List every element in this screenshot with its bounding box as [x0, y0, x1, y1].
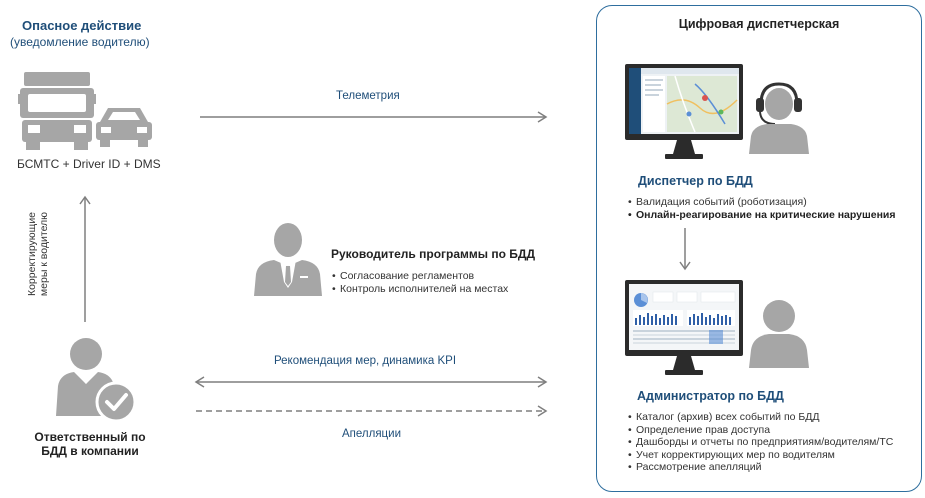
- headset-person-icon: [749, 82, 809, 154]
- admin-bullet: Рассмотрение апелляций: [628, 461, 893, 474]
- admin-bullet: Определение прав доступа: [628, 424, 893, 437]
- corrective-label: Корректирующие меры к водителю: [26, 211, 50, 297]
- admin-bullet: Учет корректирующих мер по водителям: [628, 449, 893, 462]
- dispatcher-bullet: Валидация событий (роботизация): [628, 196, 896, 209]
- kpi-label: Рекомендация мер, динамика KPI: [274, 355, 457, 367]
- person-check-icon: [56, 338, 137, 423]
- down-arrow: [679, 228, 691, 271]
- dispatcher-title: Диспетчер по БДД: [638, 174, 753, 188]
- manager-bullet: Контроль исполнителей на местах: [332, 283, 508, 296]
- telemetry-arrow: [200, 111, 548, 123]
- panel-title: Цифровая диспетчерская: [678, 17, 840, 31]
- kpi-arrow: [194, 376, 548, 388]
- hazard-subtitle: (уведомление водителю): [10, 35, 150, 49]
- admin-person-icon: [749, 300, 809, 368]
- telemetry-label: Телеметрия: [336, 90, 400, 102]
- corrective-arrow: [79, 195, 91, 322]
- manager-bullets: Согласование регламентов Контроль исполн…: [332, 270, 508, 295]
- dispatcher-bullet: Онлайн-реагирование на критические наруш…: [628, 209, 896, 222]
- appeals-label: Апелляции: [342, 428, 401, 440]
- dispatcher-bullets: Валидация событий (роботизация) Онлайн-р…: [628, 196, 896, 221]
- manager-icon: [254, 223, 322, 296]
- manager-bullet: Согласование регламентов: [332, 270, 508, 283]
- truck-car-icon: [18, 72, 152, 150]
- hazard-title: Опасное действие: [22, 18, 142, 33]
- appeals-arrow: [196, 405, 548, 417]
- admin-title: Администратор по БДД: [637, 389, 784, 403]
- admin-bullet: Каталог (архив) всех событий по БДД: [628, 411, 893, 424]
- dispatch-monitor-icon: [625, 64, 743, 159]
- manager-title: Руководитель программы по БДД: [331, 247, 536, 261]
- dashboard-monitor-icon: [625, 280, 743, 375]
- devices-label: БСМТС + Driver ID + DMS: [17, 157, 161, 171]
- admin-bullets: Каталог (архив) всех событий по БДД Опре…: [628, 411, 893, 474]
- digital-dispatch-panel: [596, 5, 922, 492]
- admin-bullet: Дашборды и отчеты по предприятиям/водите…: [628, 436, 893, 449]
- responsible-label: Ответственный по БДД в компании: [34, 430, 146, 458]
